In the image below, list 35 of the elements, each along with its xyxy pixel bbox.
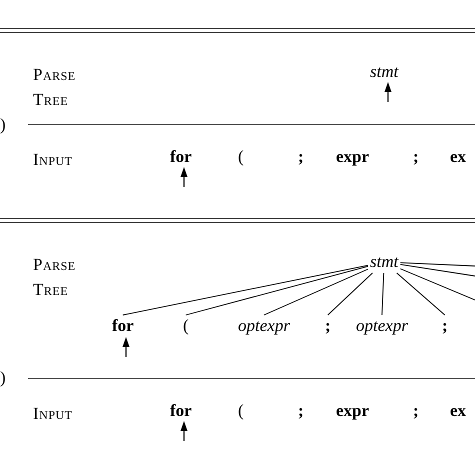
tree-node-label: optexpr bbox=[238, 316, 290, 336]
input-token: ex bbox=[450, 401, 466, 421]
tree-edge bbox=[185, 266, 368, 316]
tree-node-label: ; bbox=[442, 316, 448, 336]
tree-node-label: stmt bbox=[370, 252, 398, 272]
input-token: expr bbox=[336, 401, 370, 421]
input-token: ; bbox=[413, 147, 419, 167]
tree-node-label: ( bbox=[183, 316, 189, 336]
input-token: ; bbox=[413, 401, 419, 421]
tree-edge bbox=[396, 272, 446, 316]
row-heading: Input bbox=[33, 403, 74, 425]
input-token: ( bbox=[238, 147, 244, 167]
tree-edge bbox=[122, 264, 368, 316]
symbol-label: stmt bbox=[370, 62, 398, 82]
input-token: for bbox=[170, 401, 192, 421]
tree-edge bbox=[400, 268, 475, 300]
panel-letter: ) bbox=[0, 115, 6, 135]
tree-edge bbox=[327, 272, 373, 316]
tree-edge bbox=[400, 264, 475, 276]
row-heading: Input bbox=[33, 149, 74, 171]
panel-letter: ) bbox=[0, 368, 6, 388]
tree-edge bbox=[382, 272, 384, 316]
input-token: ; bbox=[298, 147, 304, 167]
row-heading: Parse Tree bbox=[33, 64, 77, 111]
tree-edge bbox=[400, 262, 475, 266]
input-token: for bbox=[170, 147, 192, 167]
tree-edge bbox=[264, 268, 368, 316]
row-heading: Parse Tree bbox=[33, 254, 77, 301]
input-token: ; bbox=[298, 401, 304, 421]
tree-node-label: for bbox=[112, 316, 134, 336]
input-token: expr bbox=[336, 147, 370, 167]
tree-node-label: optexpr bbox=[356, 316, 408, 336]
tree-node-label: ; bbox=[325, 316, 331, 336]
input-token: ex bbox=[450, 147, 466, 167]
input-token: ( bbox=[238, 401, 244, 421]
